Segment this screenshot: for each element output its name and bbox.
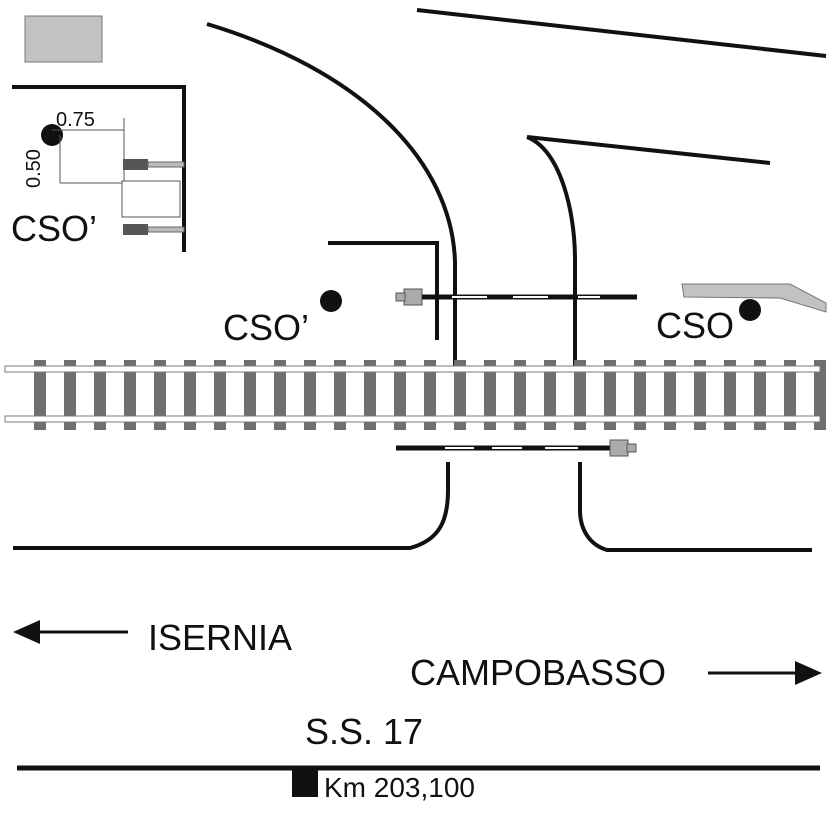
arrow-right [708, 661, 822, 685]
track-sleeper [214, 360, 226, 430]
track-sleeper [694, 360, 706, 430]
gray-block [24, 15, 103, 63]
inset-barrier-top-motor [123, 159, 148, 170]
track-sleeper [544, 360, 556, 430]
track-sleeper [664, 360, 676, 430]
platform-gray [681, 283, 827, 313]
barrier-lower-cap [626, 443, 637, 453]
barrier-upper-motor [403, 288, 423, 306]
road-label: S.S. 17 [305, 711, 423, 752]
direction-left-label: ISERNIA [148, 617, 292, 658]
barrier-lower-motor [609, 439, 629, 457]
track-sleeper [304, 360, 316, 430]
signal-left-dot [320, 290, 342, 312]
inset-barrier-top-arm [147, 161, 185, 168]
barrier-upper-cap [395, 292, 406, 302]
arrow-left [13, 620, 128, 644]
track-sleeper [634, 360, 646, 430]
direction-right-label: CAMPOBASSO [410, 652, 666, 693]
track-sleeper [334, 360, 346, 430]
barrier-upper [395, 288, 637, 306]
track-sleeper [754, 360, 766, 430]
track-sleeper [124, 360, 136, 430]
inset-signal-label: CSO’ [11, 208, 97, 249]
track-sleeper [814, 360, 826, 430]
track-sleeper [64, 360, 76, 430]
track-sleeper [184, 360, 196, 430]
track-sleeper [724, 360, 736, 430]
dim-label-vertical: 0.50 [23, 149, 45, 188]
rail-lower [4, 415, 821, 423]
track-sleeper [784, 360, 796, 430]
road-edge-bottom-right [578, 462, 812, 552]
track-sleeper [274, 360, 286, 430]
building-outline [328, 241, 439, 340]
road-curve-left [206, 22, 457, 366]
inset-barrier-bottom-motor [123, 224, 148, 235]
dim-label-horizontal: 0.75 [56, 109, 95, 131]
track-sleeper [454, 360, 466, 430]
signal-right-label: CSO [656, 305, 734, 346]
signal-right-dot [739, 299, 761, 321]
inset-frame [12, 85, 186, 252]
inset-barrier-box [121, 180, 181, 218]
barrier-lower [396, 439, 637, 457]
track-sleeper [424, 360, 436, 430]
track-sleeper [94, 360, 106, 430]
km-label: Km 203,100 [324, 772, 475, 803]
signal-detail-inset: 0.75 0.50 CSO’ [11, 85, 186, 252]
road-edge-bottom-left [13, 462, 450, 550]
track-sleeper [154, 360, 166, 430]
track-sleeper [34, 360, 46, 430]
inset-barrier-bottom-arm [147, 226, 185, 233]
signal-left-label: CSO’ [223, 307, 309, 348]
track-sleeper [364, 360, 376, 430]
track-sleeper [514, 360, 526, 430]
road-edge-inner-right [526, 135, 771, 165]
track-sleeper [484, 360, 496, 430]
rail-upper [4, 365, 821, 373]
track-sleeper [574, 360, 586, 430]
track-sleeper [244, 360, 256, 430]
track-sleeper [394, 360, 406, 430]
track-sleeper [604, 360, 616, 430]
road-curve-right [526, 135, 577, 366]
railway-track [4, 360, 826, 430]
road-edge-top-right [416, 8, 827, 58]
km-marker [292, 769, 318, 797]
